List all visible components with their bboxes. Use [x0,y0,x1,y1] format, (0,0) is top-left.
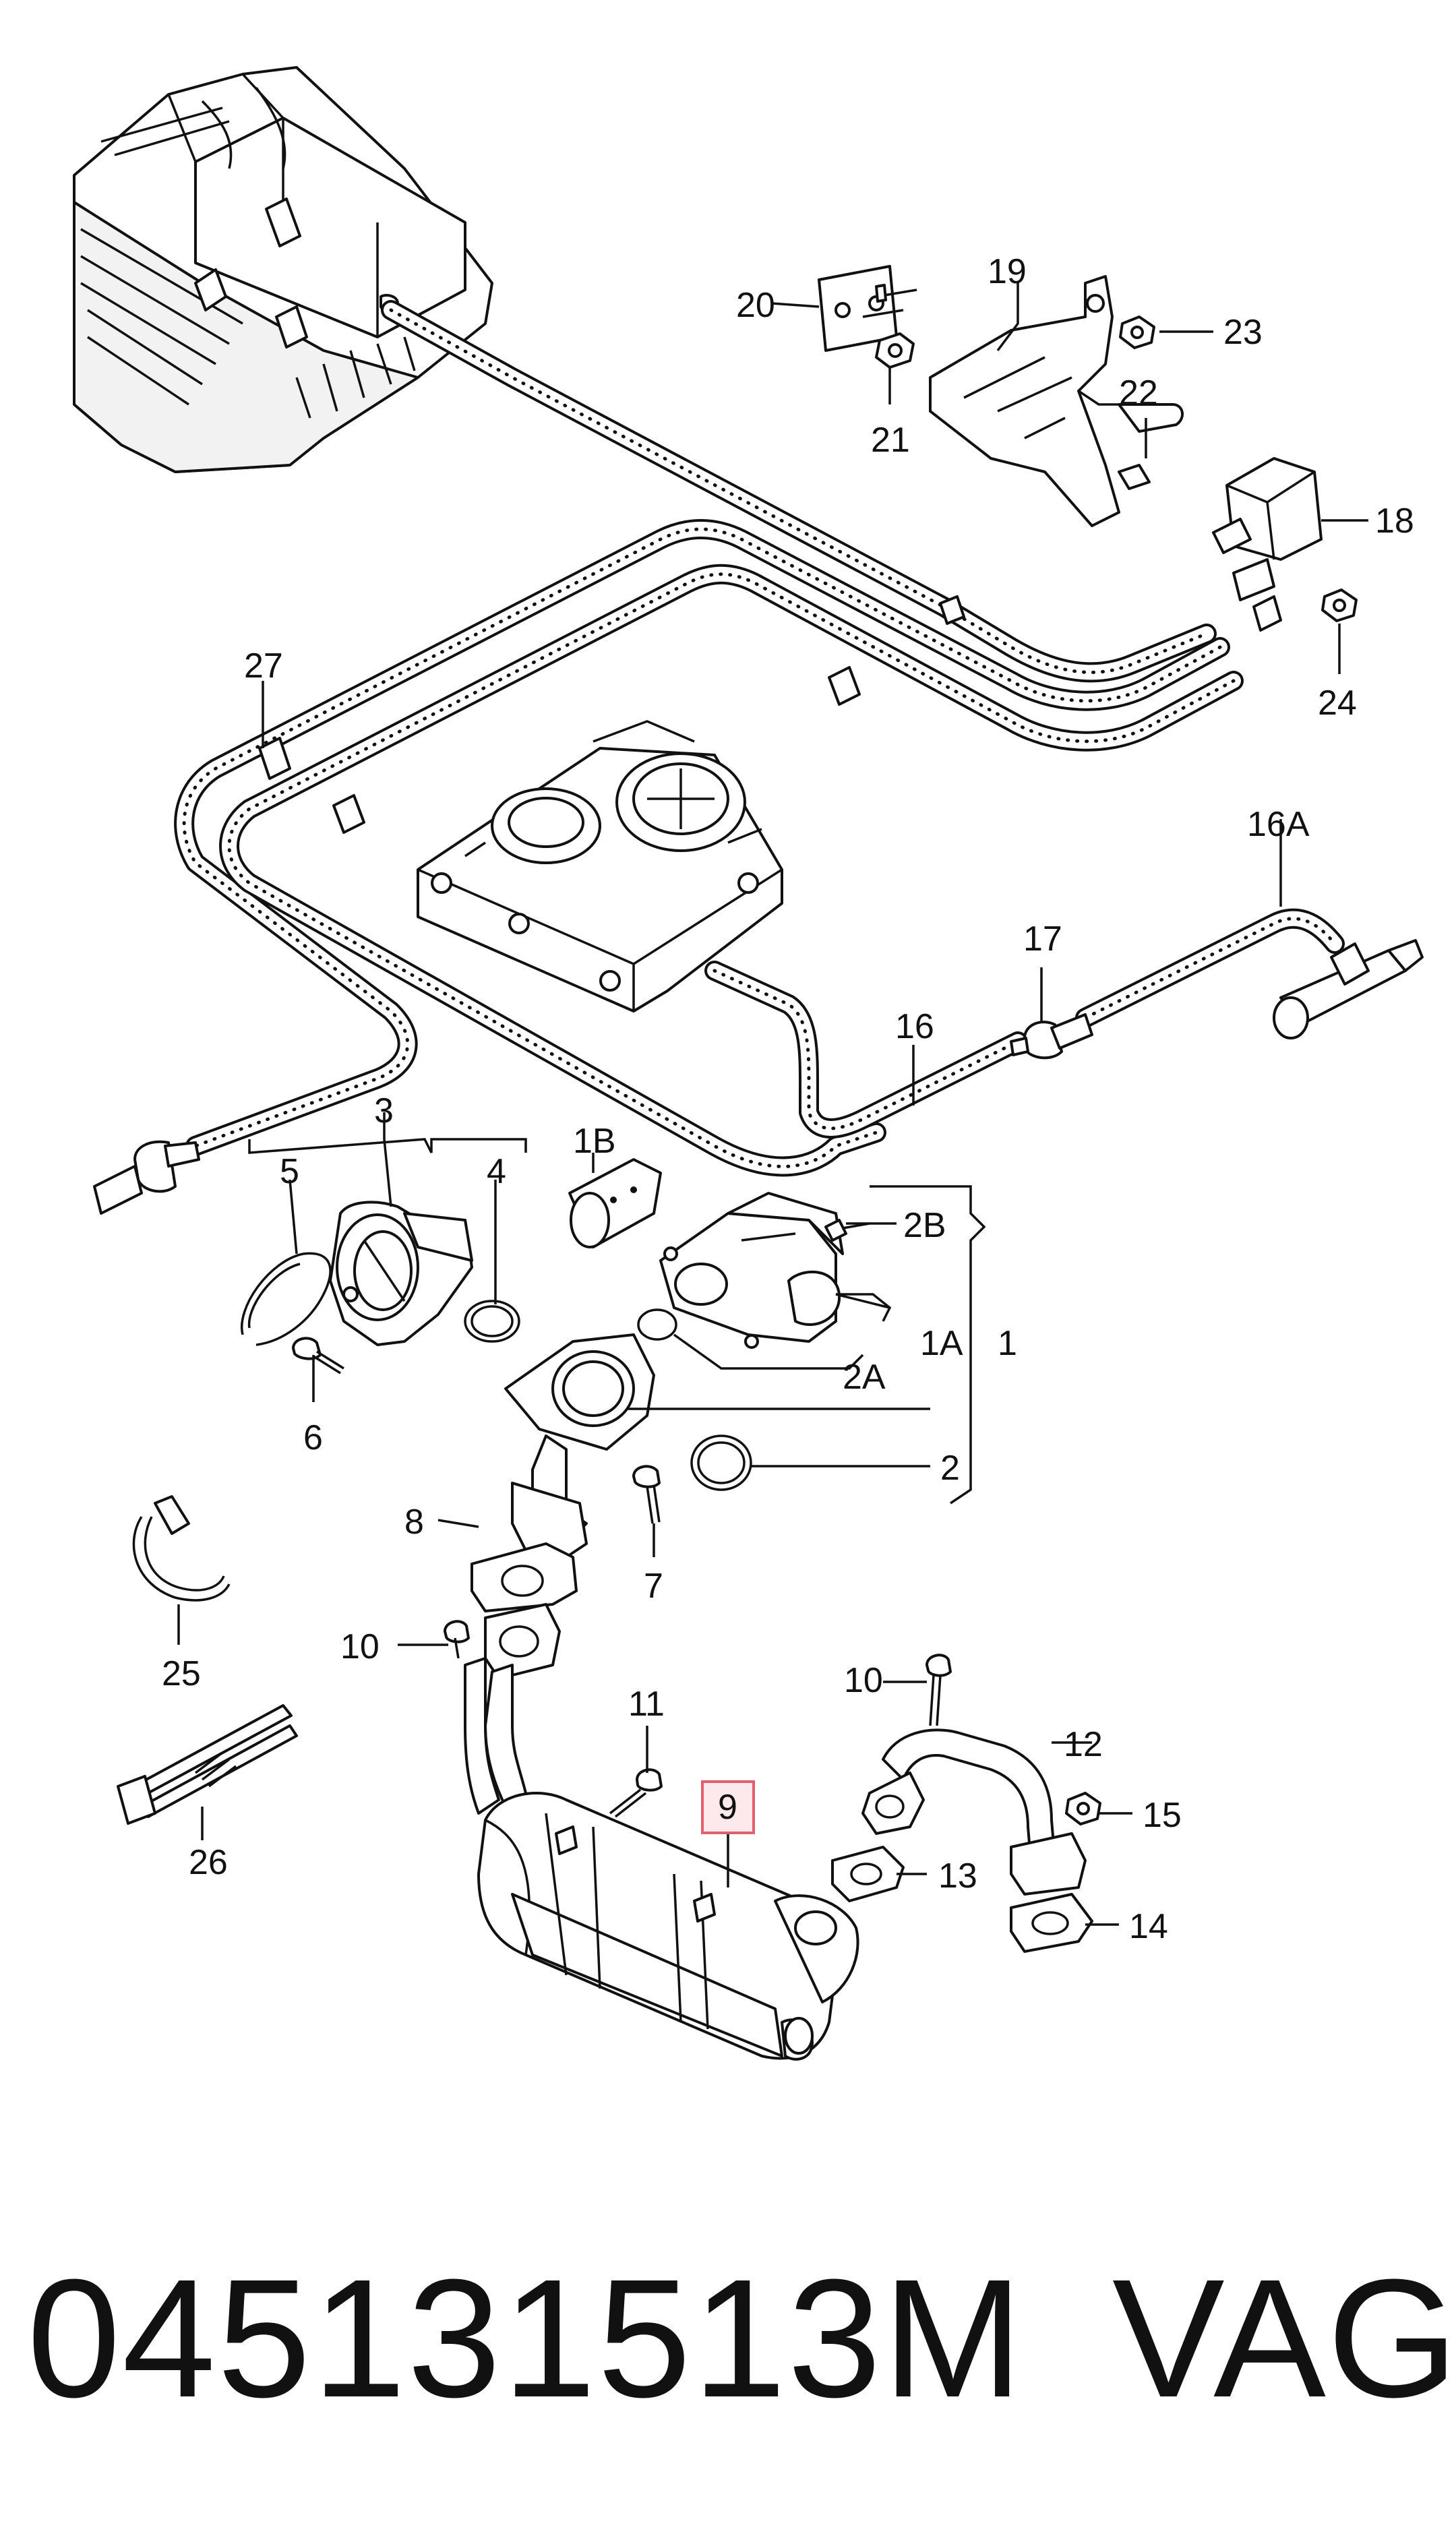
vacuum-hose-16A [1075,908,1345,1028]
hose-holders [258,595,965,834]
bolt-7 [632,1465,661,1524]
gasket-13 [831,1846,905,1902]
nut-21 [875,332,915,369]
grommet-22 [1118,464,1151,490]
pipe-12 [861,1728,1087,1896]
nut-15 [1065,1792,1101,1825]
highlight-box [701,1780,755,1834]
label-26: 26 [189,1843,228,1882]
part-number-text: 045131513M [27,2244,1025,2432]
label-9: 9 [718,1788,737,1827]
label-7: 7 [644,1567,663,1606]
o-ring-2 [690,1434,752,1491]
intake-connector-pipe [504,1333,655,1559]
label-10-right: 10 [844,1661,883,1700]
label-22: 22 [1119,373,1158,413]
label-27: 27 [244,646,283,686]
label-13: 13 [938,1856,977,1896]
intake-manifold [417,720,783,1012]
gasket-8 [471,1542,578,1612]
label-25: 25 [162,1654,201,1693]
egr-valve-1 [659,1192,844,1349]
label-3: 3 [374,1091,394,1130]
bolt-screws-20 [862,284,917,318]
bolt-6 [292,1337,344,1374]
label-17: 17 [1023,919,1062,959]
label-19: 19 [988,252,1027,291]
label-6: 6 [303,1418,323,1457]
part-labels: 20 19 23 21 22 18 24 27 16A 17 16 3 1B 5… [162,252,1414,1946]
solenoid-valve-18 [1212,457,1323,632]
label-11: 11 [628,1685,665,1724]
nut-24 [1321,588,1358,622]
label-2A: 2A [843,1358,886,1397]
label-16A: 16A [1247,805,1310,844]
connector-16A [1273,939,1424,1039]
nut-23 [1119,315,1155,349]
vacuum-hose-loop-outer [174,519,1230,1156]
flange-lower [484,1603,561,1680]
clip-1B [568,1158,662,1248]
label-4: 4 [487,1152,506,1191]
bolt-11 [609,1768,663,1818]
egr-cooler-9 [477,1792,859,2061]
label-1B: 1B [573,1122,616,1161]
label-21: 21 [871,421,910,460]
vacuum-hose-upper [381,300,1217,683]
label-20: 20 [736,286,775,325]
label-14: 14 [1129,1907,1168,1946]
bolt-10-right [926,1654,952,1726]
egr-pipe-down [464,1657,527,1815]
label-16: 16 [895,1007,934,1046]
leader-lines [177,283,1368,1926]
label-15: 15 [1143,1796,1182,1835]
label-12: 12 [1064,1725,1103,1764]
gasket-14 [1010,1893,1093,1953]
label-2: 2 [940,1449,960,1488]
check-valve-17 [1010,1013,1093,1060]
label-24: 24 [1318,684,1357,723]
vacuum-hose-loop-inner [219,564,1244,1177]
vacuum-hose-16 [704,961,1028,1139]
o-ring-4 [464,1300,520,1343]
check-valve-left [93,1140,200,1215]
label-2B: 2B [903,1206,946,1245]
bracket-19 [929,275,1184,527]
cable-tie-26 [117,1704,298,1825]
bolt-10-left [444,1620,470,1659]
label-1A: 1A [920,1324,963,1363]
brand-text: VAG [1112,2244,1456,2432]
o-ring-2A [637,1308,677,1341]
seal-5 [241,1252,332,1346]
label-5: 5 [280,1152,299,1191]
label-18: 18 [1375,502,1414,541]
label-10-left: 10 [340,1627,380,1666]
label-1: 1 [998,1324,1017,1363]
label-23: 23 [1223,313,1263,352]
label-8: 8 [404,1503,424,1542]
throttle-body-3 [329,1201,473,1346]
hose-clamp-25 [132,1495,231,1602]
